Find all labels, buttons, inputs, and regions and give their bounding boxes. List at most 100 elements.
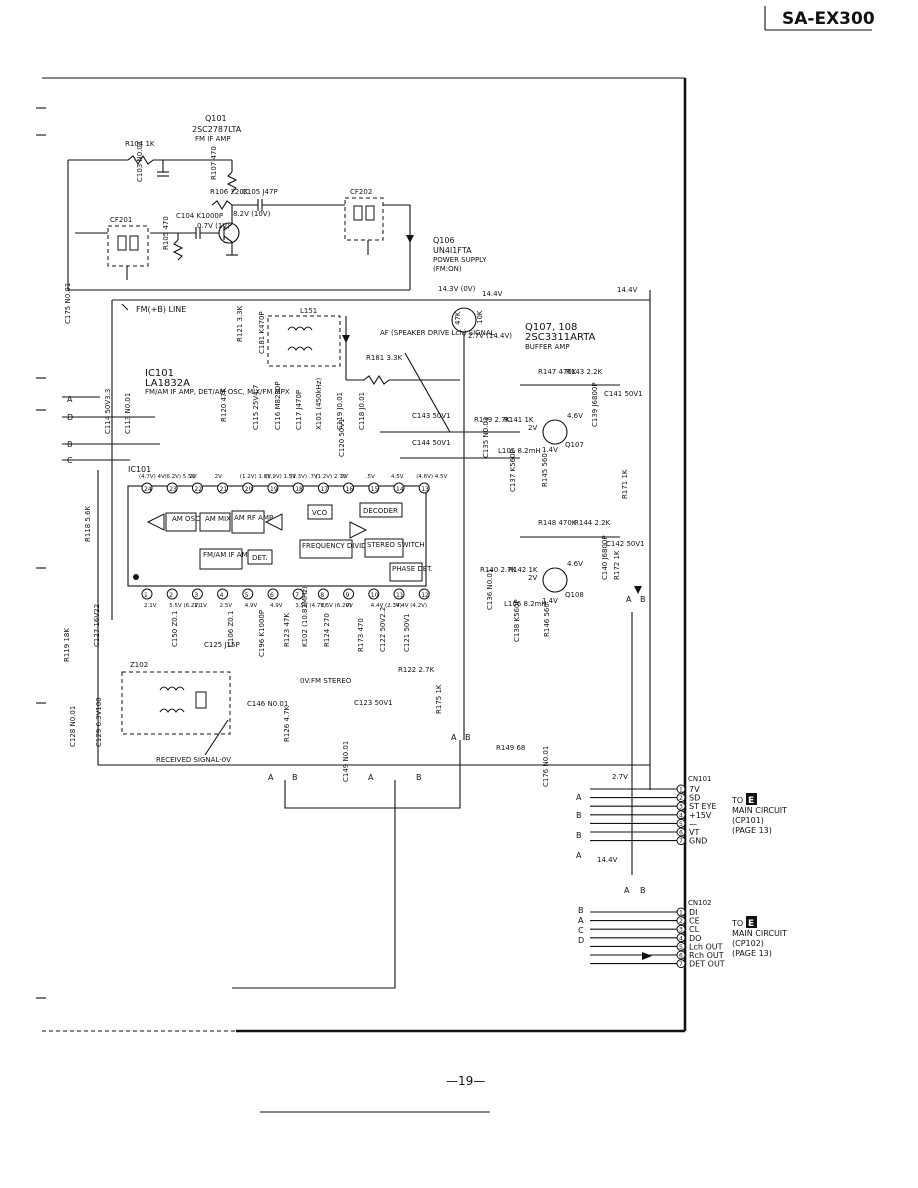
ic-top-pin-number: 23 — [169, 486, 177, 493]
r147-label: R147 470K — [538, 368, 577, 376]
r146-label: R146 560 — [543, 603, 551, 637]
connector-pin — [676, 793, 686, 803]
r123-label: R123 47K — [283, 613, 291, 647]
bus-a-lower-2: A — [368, 773, 374, 782]
c181-label: C181 K470P — [258, 311, 266, 354]
c106-label: C106 Z0.1 — [227, 611, 235, 647]
r139-label: R139 2.7K — [474, 416, 511, 424]
c121-label: C121 50V1 — [403, 613, 411, 652]
q107-108-ref: Q107, 108 — [525, 322, 577, 333]
c140-label: C140 J6800P — [601, 535, 609, 580]
c196-label: C196 K1000P — [258, 610, 266, 657]
ic-block-decoder-text: DECODER — [363, 507, 398, 515]
r141-label: R141 1K — [504, 416, 534, 424]
q106-r1: 47K — [454, 311, 462, 325]
q106-vrail: 14.4V — [617, 286, 638, 294]
q108-arrow — [634, 586, 642, 594]
c176-label: C176 N0.01 — [542, 746, 550, 787]
c115-label: C115 25V4.7 — [252, 385, 260, 430]
ic-bottom-pin-number: 11 — [396, 592, 404, 599]
ic-bottom-pin-number: 5 — [245, 592, 249, 599]
ic-part: LA1832A — [145, 378, 190, 389]
r181-resistor — [346, 374, 460, 386]
cn102-dest-name: MAIN CIRCUIT — [732, 929, 787, 938]
connector-pin-name: CE — [689, 917, 700, 926]
ic-bottom-pin-number: 10 — [371, 592, 379, 599]
ic-top-pin-number: 20 — [245, 486, 253, 493]
bus-a-q108: A — [626, 595, 632, 604]
r145-label: R145 560 — [541, 453, 549, 487]
connector-pin — [676, 959, 686, 969]
ic-bottom-pin — [393, 588, 405, 600]
ic-bottom-pin-voltage: 4.4V (4.2V) — [396, 603, 427, 609]
r105-label: R105 470 — [162, 216, 170, 250]
q106-role: POWER SUPPLY — [433, 256, 487, 264]
r149-label: R149 68 — [496, 744, 525, 752]
cn102-dest-letter: E — [748, 919, 754, 929]
cf202-element-a — [353, 205, 363, 221]
c127-label: C127 16V22 — [93, 604, 101, 647]
ic-bottom-pin-number: 4 — [220, 592, 224, 599]
ic-bottom-pin — [317, 588, 329, 600]
ic-bottom-pin — [343, 588, 355, 600]
ic-top-pin — [191, 482, 203, 494]
r173-label: R173 470 — [357, 618, 365, 652]
cn102-dest-ref: (CP102) — [732, 939, 764, 948]
ic-bottom-pin-number: 8 — [320, 592, 324, 599]
l106-label: L106 8.2mH — [504, 600, 547, 608]
q101-ref: Q101 — [205, 114, 227, 123]
af-pointer — [404, 352, 451, 433]
connector-pin — [676, 818, 686, 828]
connector-pin-number: 1 — [679, 787, 683, 794]
c105-label: C105 J47P — [242, 188, 278, 196]
cn101-dest-page: (PAGE 13) — [732, 826, 772, 835]
ic-block-am-osc — [165, 512, 197, 532]
ic-block-fm-am-if — [199, 548, 243, 570]
received-signal-pointer — [204, 719, 229, 756]
ic-bottom-pin — [292, 588, 304, 600]
z102-box — [121, 671, 231, 735]
connector-pin — [676, 907, 686, 917]
c149-label: C149 N0.01 — [342, 741, 350, 782]
c114-label: C114 50V3.3 — [104, 389, 112, 434]
ic-decoder-buffer — [349, 521, 368, 539]
z102-filter — [195, 691, 207, 709]
ic-top-pin — [242, 482, 254, 494]
l151-arrow — [342, 335, 350, 343]
ic-block-vco-text: VCO — [312, 509, 328, 517]
ic-top-pin — [292, 482, 304, 494]
c120-label: C120 50V1 — [338, 418, 346, 457]
ic-block-freq-div-text: FREQUENCY DIVIDER — [302, 542, 376, 550]
cn102-bus-b: B — [578, 906, 584, 915]
connector-pin-number: 6 — [679, 953, 683, 960]
c116-label: C116 M8200P — [274, 381, 282, 430]
q101-collector — [223, 223, 233, 231]
cn101-bus-b-2: B — [576, 831, 582, 840]
ic-top-pin-voltage: 4.5V — [391, 474, 404, 480]
cn102-top-a: A — [624, 886, 630, 895]
v-2-7-label: 2.7V — [612, 773, 628, 781]
connector-pin-name: DI — [689, 908, 698, 917]
ic-bottom-pin-voltage: 2.1V — [144, 603, 157, 609]
ic-top-pin-number: 18 — [295, 486, 303, 493]
connector-pin-name: Lch OUT — [689, 942, 723, 951]
c122-label: C122 50V2.2 — [379, 607, 387, 652]
c118-label: C118 J0.01 — [358, 392, 366, 430]
cn101-dest-box — [746, 793, 757, 805]
ic-bottom-pin-voltage: 3.5V (4.7V) — [295, 603, 326, 609]
ic-top-pin — [343, 482, 355, 494]
cn102-bus-c: C — [578, 926, 584, 935]
q106-ref: Q106 — [433, 236, 455, 245]
connector-pin-name: Rch OUT — [689, 951, 724, 960]
ic-top-pin — [368, 482, 380, 494]
ic-body — [127, 485, 427, 587]
af-label: AF (SPEAKER DRIVE Lch) SIGNAL — [380, 329, 495, 337]
z102-label: Z102 — [130, 661, 148, 669]
connector-pin-name: SD — [689, 794, 700, 803]
ic-bottom-pin-voltage: 3.5V (6.2V) — [320, 603, 351, 609]
r120-label: R120 47K — [220, 388, 228, 422]
cf201-box — [107, 225, 149, 267]
